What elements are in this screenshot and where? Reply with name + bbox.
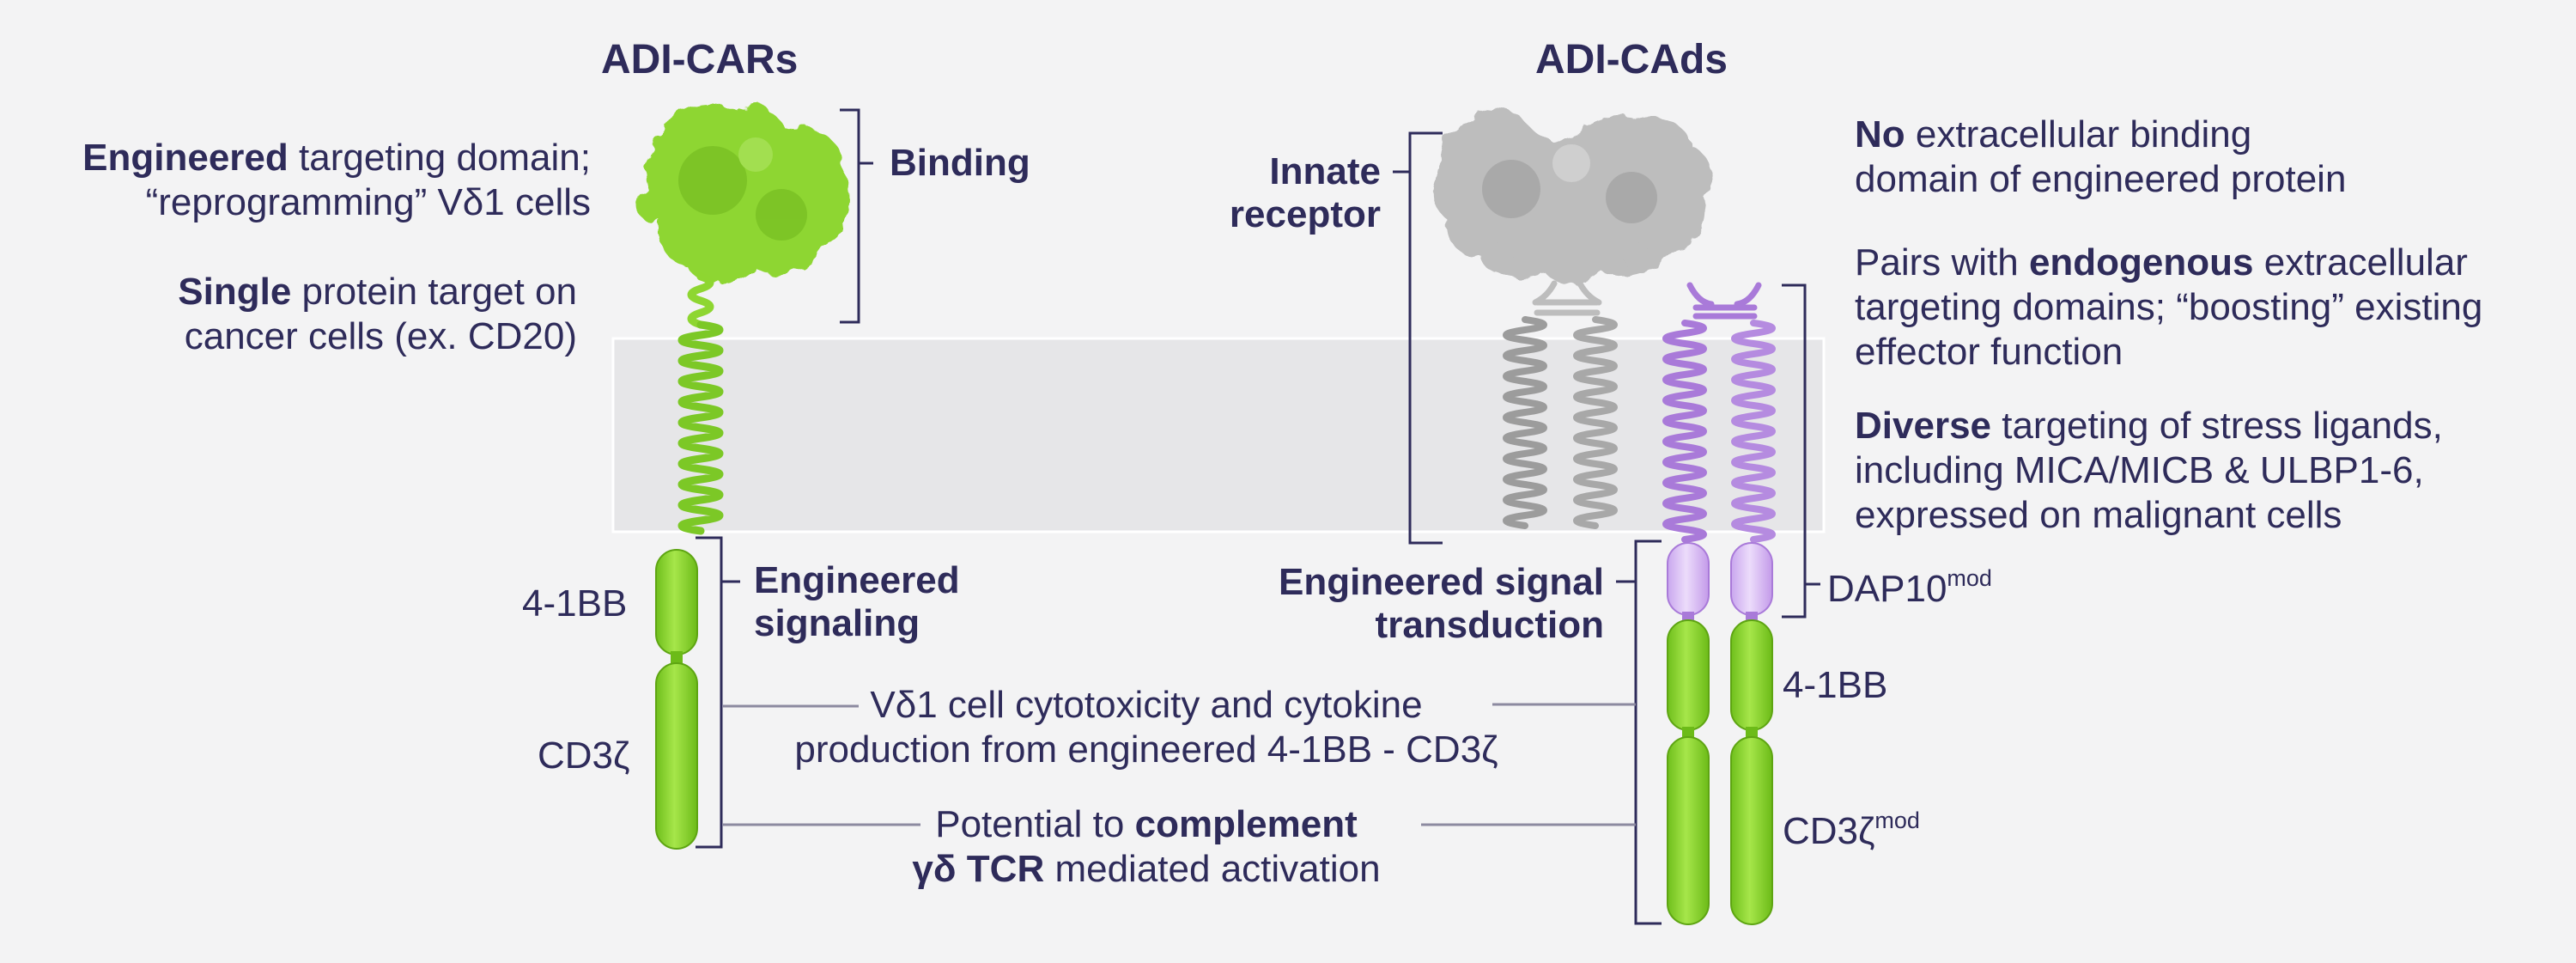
cad-cd3z-domain-1 <box>1667 736 1710 925</box>
car-heading: ADI-CARs <box>601 37 799 82</box>
cad-desc-endogenous: Pairs with endogenous extracellular targ… <box>1855 241 2482 375</box>
car-desc-targeting-bold: Engineered <box>82 137 289 179</box>
signal-transduction-bracket <box>1616 539 1662 925</box>
car-desc-targeting-line2: “reprogramming” Vδ1 cells <box>145 181 591 223</box>
cad-cd3z-label: CD3ζmod <box>1783 808 1920 858</box>
dap10-disulfide-linker <box>1686 282 1762 320</box>
engineered-signaling-label-1: Engineered <box>754 559 960 601</box>
innate-helix-1 <box>1503 316 1547 529</box>
cad-cd3z-label-text: CD3ζ <box>1783 810 1875 852</box>
cad-cd3z-domain-2 <box>1730 736 1773 925</box>
dap10-bracket <box>1782 283 1820 619</box>
dap10-label-sup: mod <box>1947 565 1992 591</box>
signaling-bracket <box>696 536 740 849</box>
signal-transduction-label-1: Engineered signal <box>1279 561 1604 603</box>
car-cd3z-domain <box>655 662 698 850</box>
car-desc-single: Single protein target on cancer cells (e… <box>17 270 577 359</box>
cad-desc-endogenous-pre: Pairs with <box>1855 241 2029 283</box>
cytotoxicity-note-line1: Vδ1 cell cytotoxicity and cytokine <box>870 684 1423 726</box>
cad-desc-no-binding-bold: No <box>1855 113 1905 155</box>
cad-desc-endogenous-line3: effector function <box>1855 331 2123 373</box>
car-desc-single-rest: protein target on <box>291 271 577 313</box>
cad-4-1bb-label: 4-1BB <box>1783 664 1888 706</box>
cad-desc-diverse-line3: expressed on malignant cells <box>1855 494 2342 536</box>
binding-bracket <box>840 108 873 324</box>
cad-heading: ADI-CAds <box>1535 37 1728 82</box>
innate-receptor-protein <box>1433 109 1712 284</box>
car-desc-targeting: Engineered targeting domain; “reprogramm… <box>17 136 591 225</box>
car-desc-targeting-rest: targeting domain; <box>288 137 591 179</box>
cad-4-1bb-domain-1 <box>1667 619 1710 731</box>
cad-desc-no-binding-line2: domain of engineered protein <box>1855 158 2347 200</box>
innate-receptor-label-2: receptor <box>1229 193 1381 235</box>
car-cd3z-label: CD3ζ <box>538 734 630 777</box>
cad-desc-diverse-bold: Diverse <box>1855 405 1992 447</box>
cad-4-1bb-domain-2 <box>1730 619 1773 731</box>
dap10-domain-2 <box>1730 542 1773 616</box>
car-hinge-coil <box>687 272 714 329</box>
car-binding-domain <box>637 102 851 284</box>
innate-receptor-label-1: Innate <box>1269 150 1381 192</box>
innate-receptor-bracket <box>1393 131 1443 545</box>
cad-desc-endogenous-bold: endogenous <box>2028 241 2254 283</box>
dap10-helix-2 <box>1731 320 1776 543</box>
car-4-1bb-label: 4-1BB <box>522 582 628 625</box>
cytotoxicity-note-line2: production from engineered 4-1BB - CD3ζ <box>794 728 1498 771</box>
car-desc-single-bold: Single <box>178 271 292 313</box>
engineered-signaling-label-2: signaling <box>754 602 920 644</box>
binding-label: Binding <box>890 142 1030 184</box>
complement-note-rest: mediated activation <box>1044 848 1381 890</box>
innate-receptor-shading <box>1482 144 1657 223</box>
cad-desc-no-binding-rest: extracellular binding <box>1905 113 2252 155</box>
cytotoxicity-note: Vδ1 cell cytotoxicity and cytokine produ… <box>773 683 1520 772</box>
car-transmembrane-helix <box>677 320 724 535</box>
cad-desc-diverse-line2: including MICA/MICB & ULBP1-6, <box>1855 449 2424 491</box>
cad-desc-diverse-rest: targeting of stress ligands, <box>1991 405 2443 447</box>
complement-note-bold: complement <box>1134 803 1358 845</box>
car-binding-shading <box>678 137 807 241</box>
dap10-label-text: DAP10 <box>1827 568 1947 610</box>
dap10-helix-1 <box>1662 320 1707 543</box>
innate-helix-2 <box>1573 316 1618 529</box>
cad-desc-diverse: Diverse targeting of stress ligands, inc… <box>1855 404 2443 538</box>
cad-desc-endogenous-rest: extracellular <box>2253 241 2468 283</box>
dap10-domain-1 <box>1667 542 1710 616</box>
cad-cd3z-label-sup: mod <box>1874 808 1920 833</box>
complement-note-tcr: γδ TCR <box>912 848 1045 890</box>
innate-stalk <box>1532 280 1602 316</box>
cad-desc-endogenous-line2: targeting domains; “boosting” existing <box>1855 286 2483 328</box>
car-desc-single-line2: cancer cells (ex. CD20) <box>184 315 577 357</box>
complement-note: Potential to complement γδ TCR mediated … <box>790 802 1503 892</box>
dap10-label: DAP10mod <box>1827 565 1992 616</box>
cell-membrane <box>611 337 1826 533</box>
cad-desc-no-binding: No extracellular binding domain of engin… <box>1855 113 2346 202</box>
signal-transduction-label-2: transduction <box>1375 604 1604 646</box>
car-4-1bb-domain <box>655 549 698 655</box>
complement-note-pre: Potential to <box>935 803 1135 845</box>
